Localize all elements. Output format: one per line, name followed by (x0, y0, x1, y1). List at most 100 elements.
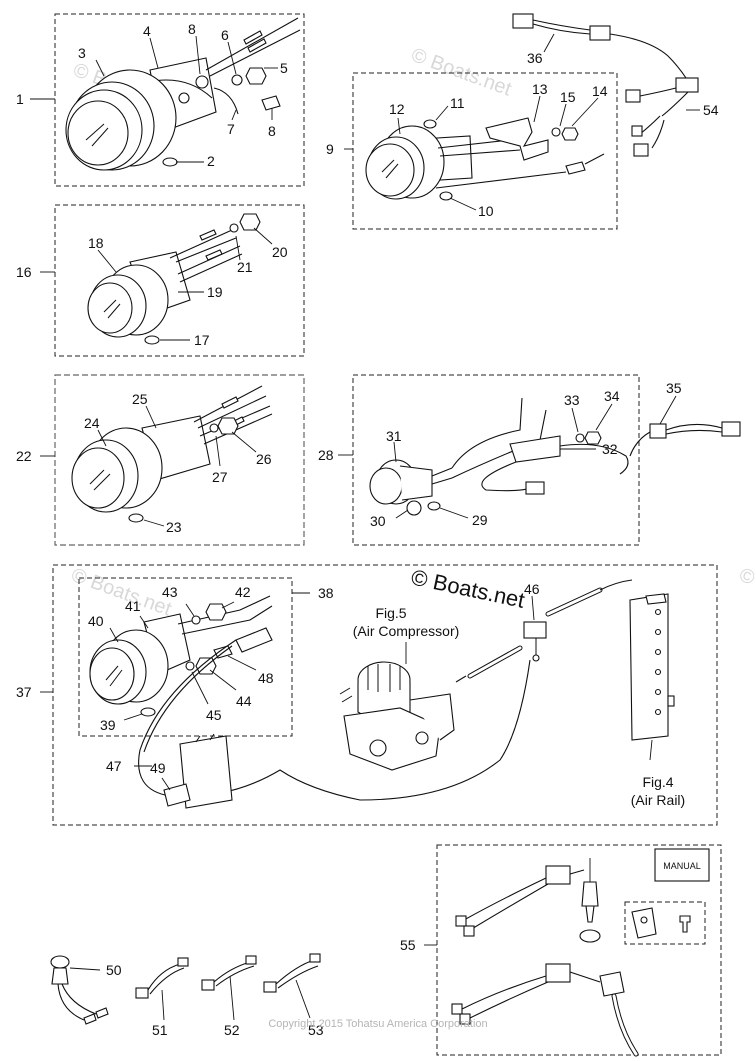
watermark-faint: © Boats.net (68, 564, 174, 621)
callout-55: 55 (400, 937, 416, 953)
gauge-assembly-28 (369, 459, 453, 505)
watermark-main: © Boats.net (409, 564, 527, 612)
callout-48: 48 (258, 670, 274, 686)
callout-12: 12 (389, 101, 405, 117)
callout-9: 9 (326, 141, 334, 157)
bulb-23 (128, 513, 144, 523)
callout-7: 7 (227, 121, 235, 137)
callout-30: 30 (370, 513, 386, 529)
fig5-label: Fig.5 (375, 605, 406, 621)
harness-53 (263, 953, 321, 993)
callout-8a: 8 (188, 21, 196, 37)
wire-leads-22 (193, 385, 273, 445)
callout-26: 26 (256, 451, 272, 467)
bulb-11 (423, 119, 437, 129)
callout-3: 3 (78, 45, 86, 61)
callout-16: 16 (16, 264, 32, 280)
callout-49: 49 (150, 760, 166, 776)
harness-55-upper (455, 865, 585, 937)
washer-6 (231, 74, 243, 86)
air-tube (455, 579, 633, 683)
callout-31: 31 (386, 428, 402, 444)
bulb-29 (427, 501, 441, 511)
air-rail (629, 593, 675, 741)
t-fitting-46 (523, 621, 547, 662)
plug-55 (581, 858, 599, 923)
bulb-39 (140, 707, 156, 717)
callout-4: 4 (143, 23, 151, 39)
nut-26 (217, 417, 239, 435)
wire-harness-35 (629, 421, 741, 457)
callout-54: 54 (703, 102, 719, 118)
callout-34: 34 (604, 388, 620, 404)
bracket-49 (163, 733, 233, 809)
wire-leads-9 (435, 117, 605, 189)
terminal-8 (261, 95, 281, 111)
nut-42 (205, 603, 227, 621)
washer-21 (229, 223, 239, 233)
gauge-assembly-40 (89, 613, 191, 705)
washer-15 (551, 127, 561, 137)
group-box-22 (54, 374, 305, 546)
wire-7 (213, 87, 239, 115)
bulb-17 (144, 335, 160, 345)
callout-38: 38 (318, 585, 334, 601)
callout-5: 5 (280, 60, 288, 76)
washer-43 (191, 615, 201, 625)
callout-41: 41 (125, 598, 141, 614)
gauge-assembly-1 (65, 57, 217, 171)
clip-8 (195, 75, 209, 89)
wire-leads-1 (205, 17, 301, 77)
callout-29: 29 (472, 512, 488, 528)
gauge-assembly-9 (365, 125, 473, 200)
fig5-sublabel: (Air Compressor) (353, 623, 460, 639)
washer-33 (575, 433, 585, 443)
callout-37: 37 (16, 684, 32, 700)
wire-leads-38 (177, 595, 273, 653)
callout-1: 1 (16, 91, 24, 107)
nut-14 (561, 127, 579, 141)
callout-15: 15 (560, 89, 576, 105)
callout-19: 19 (207, 284, 223, 300)
fig4-sublabel: (Air Rail) (631, 792, 685, 808)
callout-14: 14 (592, 83, 608, 99)
callout-25: 25 (132, 391, 148, 407)
callout-21: 21 (237, 259, 253, 275)
wire-harness-54 (625, 77, 699, 157)
callout-2: 2 (207, 153, 215, 169)
callout-22: 22 (16, 448, 32, 464)
callout-32: 32 (602, 441, 618, 457)
watermark-faint: © Boats.net (408, 44, 514, 101)
switch-50 (50, 955, 109, 1025)
callout-52: 52 (224, 1022, 240, 1038)
callout-39: 39 (100, 717, 116, 733)
callout-35: 35 (666, 380, 682, 396)
callout-44: 44 (236, 693, 252, 709)
callout-43: 43 (162, 584, 178, 600)
group-box-38 (78, 577, 293, 737)
callout-20: 20 (272, 244, 288, 260)
washer-45 (185, 661, 195, 671)
wire-leads-28 (451, 397, 629, 495)
callout-47: 47 (106, 758, 122, 774)
group-box-28 (352, 374, 640, 546)
callout-51: 51 (152, 1022, 168, 1038)
callout-33: 33 (564, 392, 580, 408)
group-box-9 (352, 72, 618, 230)
bulb-10 (439, 191, 453, 201)
group-box-37 (52, 564, 718, 826)
callout-11: 11 (450, 95, 465, 111)
gauge-assembly-22 (71, 415, 211, 513)
nut-20 (239, 213, 261, 231)
callout-10: 10 (478, 203, 494, 219)
callout-27: 27 (212, 469, 228, 485)
manual-label: MANUAL (663, 861, 701, 871)
hose-47 (138, 639, 531, 801)
grommet-30 (406, 500, 422, 516)
group-box-55 (436, 844, 722, 1056)
grommet-55 (579, 929, 601, 943)
nut-34 (584, 431, 602, 445)
callout-28: 28 (318, 447, 334, 463)
bulb-2 (162, 157, 178, 167)
